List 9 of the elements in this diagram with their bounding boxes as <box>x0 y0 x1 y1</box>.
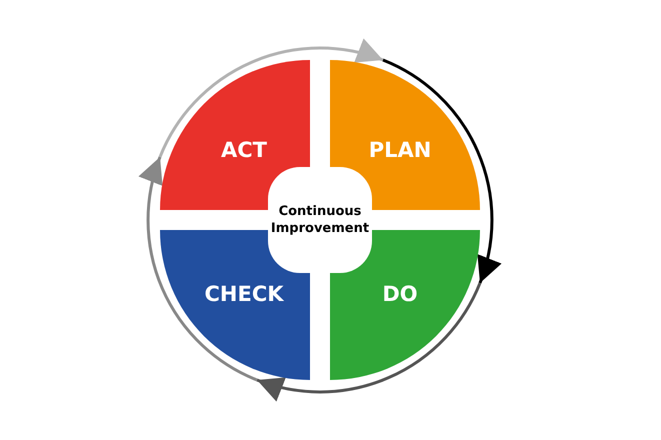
cycle-arrow <box>158 40 384 158</box>
cycle-arrow <box>140 156 258 382</box>
segment-label: CHECK <box>204 282 284 306</box>
hub-label: Continuous Improvement <box>270 203 370 237</box>
segment-label: DO <box>382 282 418 306</box>
segment-label: ACT <box>221 138 267 162</box>
cycle-arrow <box>382 58 500 284</box>
cycle-arrow <box>256 282 482 400</box>
segment-label: PLAN <box>368 138 432 162</box>
